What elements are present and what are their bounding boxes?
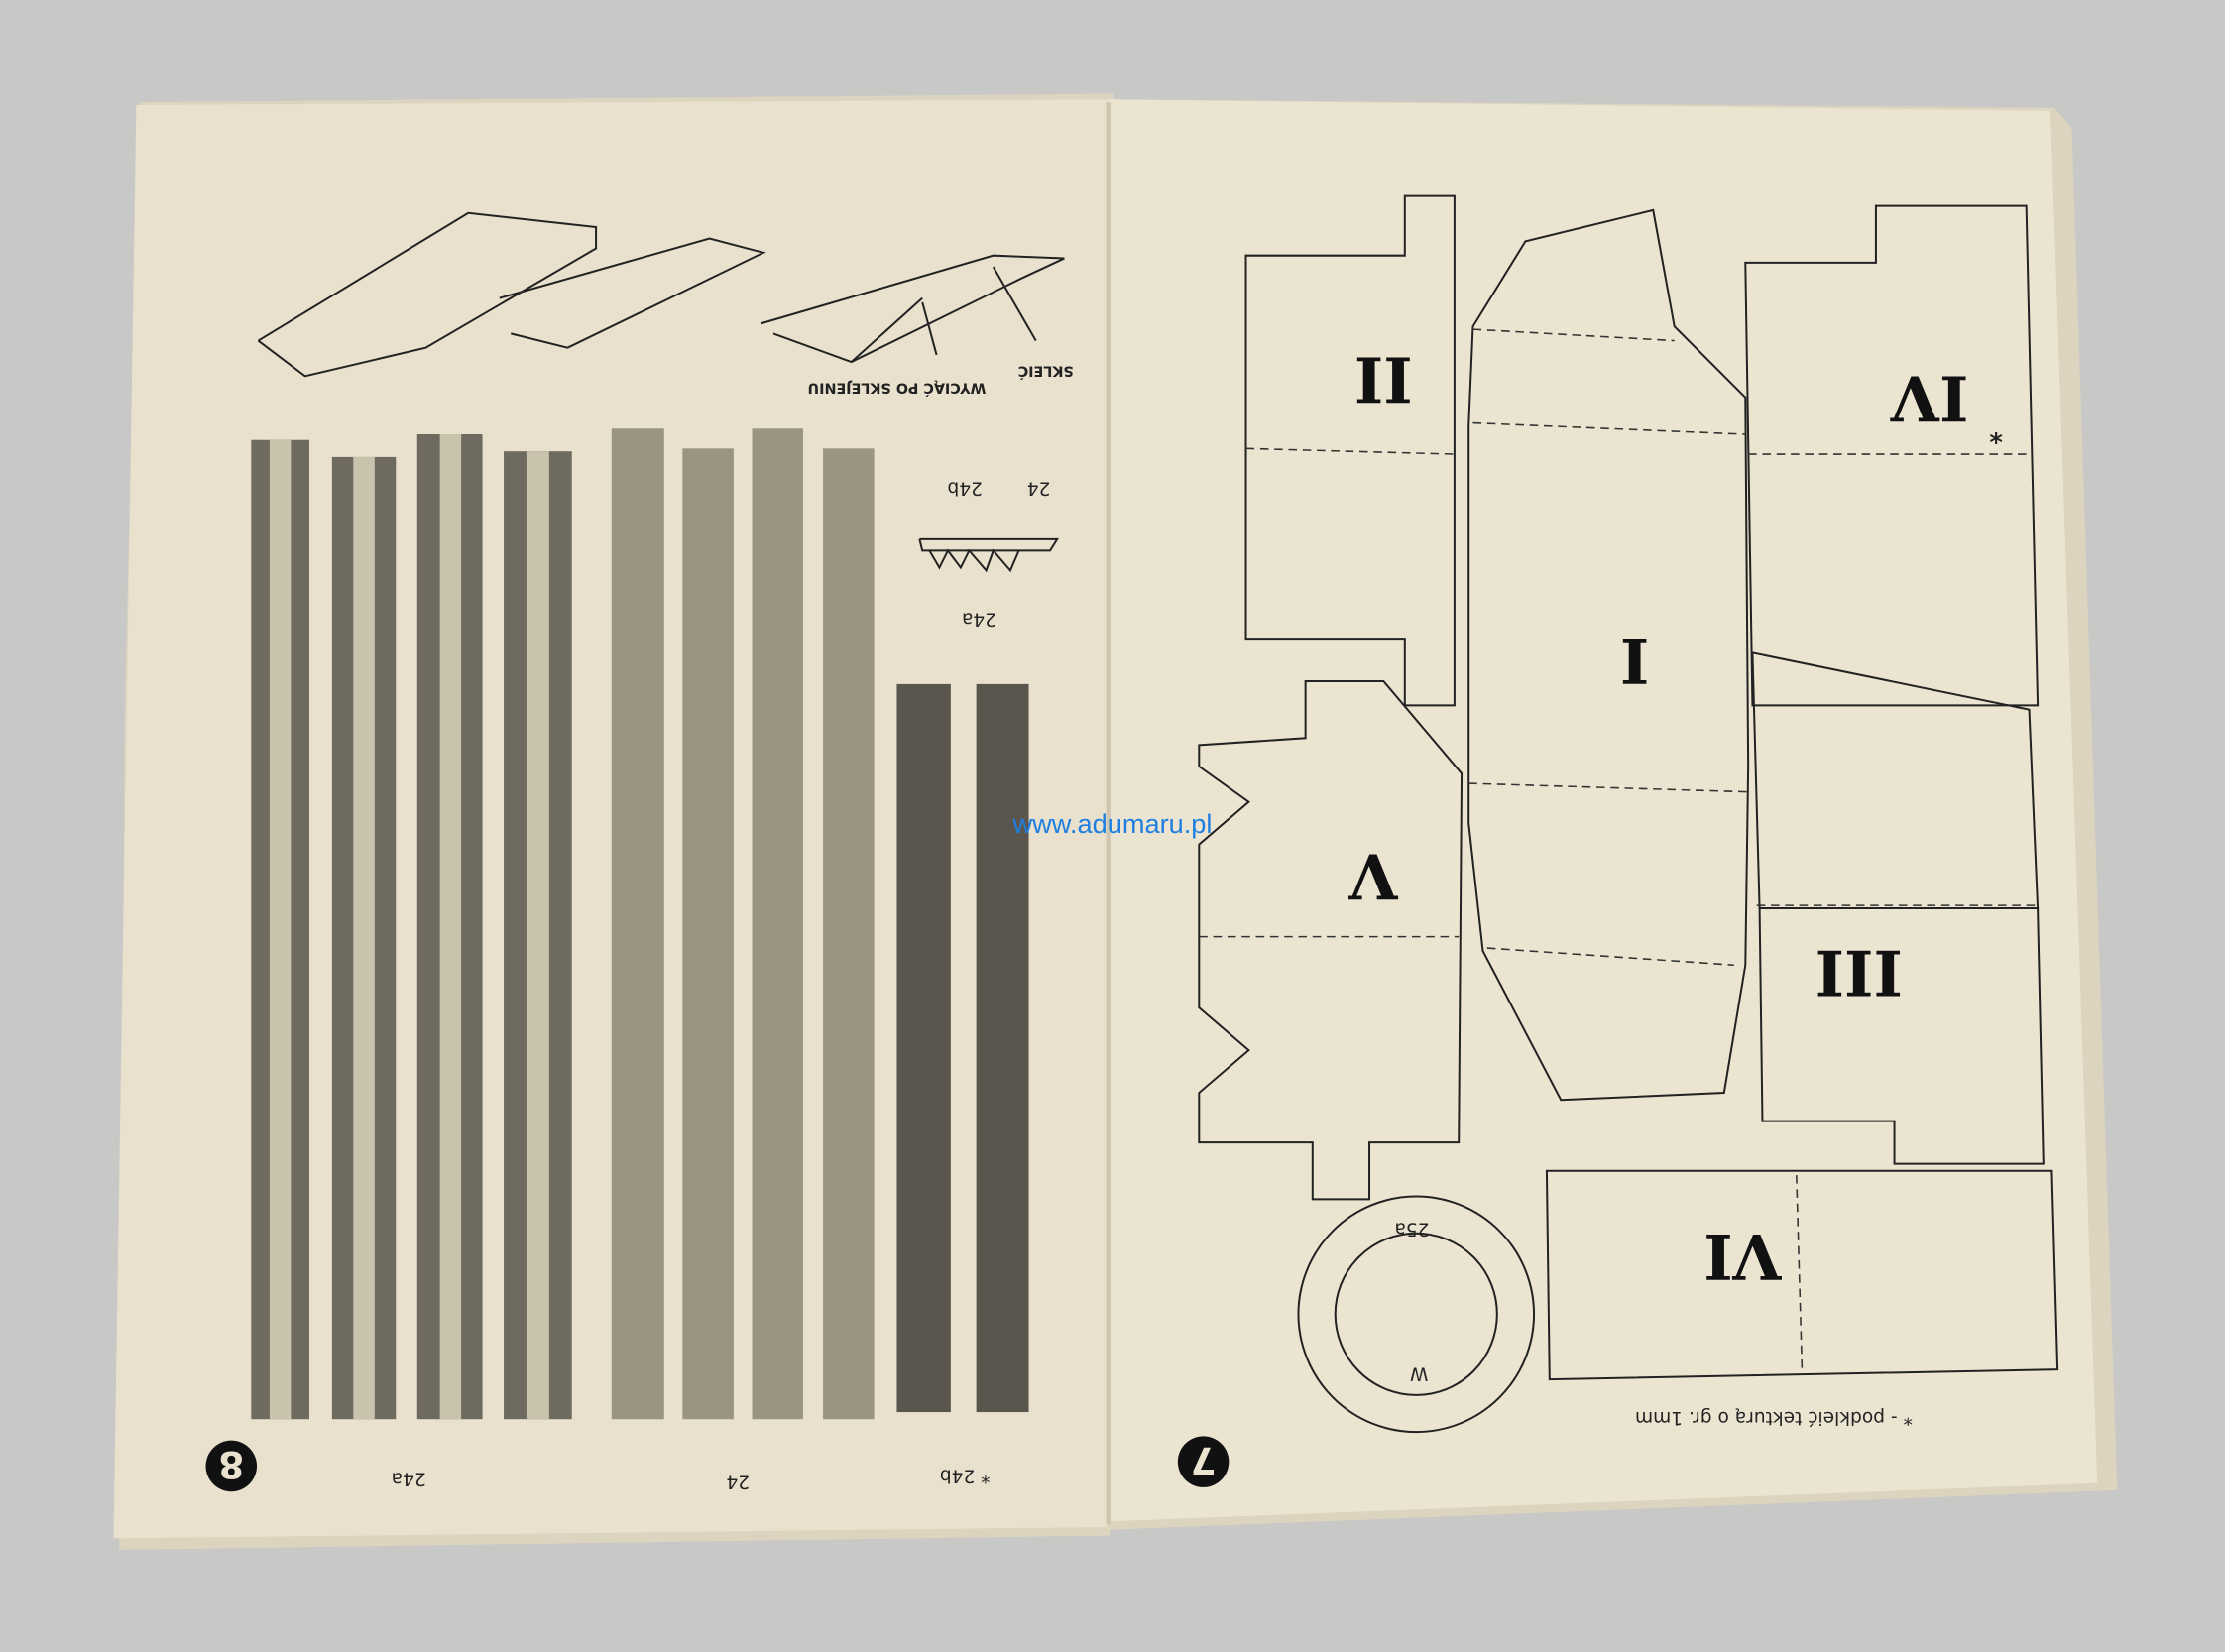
watermark: www.adumaru.pl [1012,808,1213,839]
part-24b-label: 24b [947,478,982,499]
svg-text:7: 7 [1191,1439,1217,1482]
page-number-8: 8 [205,1440,258,1492]
assembly-diagrams: WYCIĄĆ PO SKLEJENIU SKLEIĆ 24b 24 24a [257,211,1074,629]
strip-label-24a: 24a [392,1469,426,1489]
footnote: * - podkleić tekturą o gr. 1mm [1635,1407,1913,1428]
part-I: I [1620,624,1649,697]
svg-text:8: 8 [218,1443,244,1486]
strip-label-24b: * 24b [940,1466,991,1486]
cut-after-gluing-label: WYCIĄĆ PO SKLEJENIU [808,379,987,397]
glue-label: SKLEIĆ [1018,362,1074,380]
part-24a-label: 24a [962,608,996,629]
strip-label-24: 24 [726,1471,750,1491]
part-24-label: 24 [1027,478,1051,499]
part-VI: VI [1703,1220,1782,1293]
part-II: II [1354,343,1413,416]
strips-24a [251,434,572,1420]
part-IV: IV [1890,361,1968,434]
star-marker: * [1989,428,2002,458]
page-number-7: 7 [1177,1436,1230,1487]
ring-label-25a: 25a [1394,1219,1429,1239]
part-V: V [1348,840,1399,913]
strips-24b [896,683,1029,1413]
right-page [1106,99,2118,1530]
ring-inner-label: W [1410,1363,1428,1384]
strips-24 [611,428,875,1420]
cutout-parts [1198,194,2059,1434]
part-III: III [1815,938,1903,1011]
